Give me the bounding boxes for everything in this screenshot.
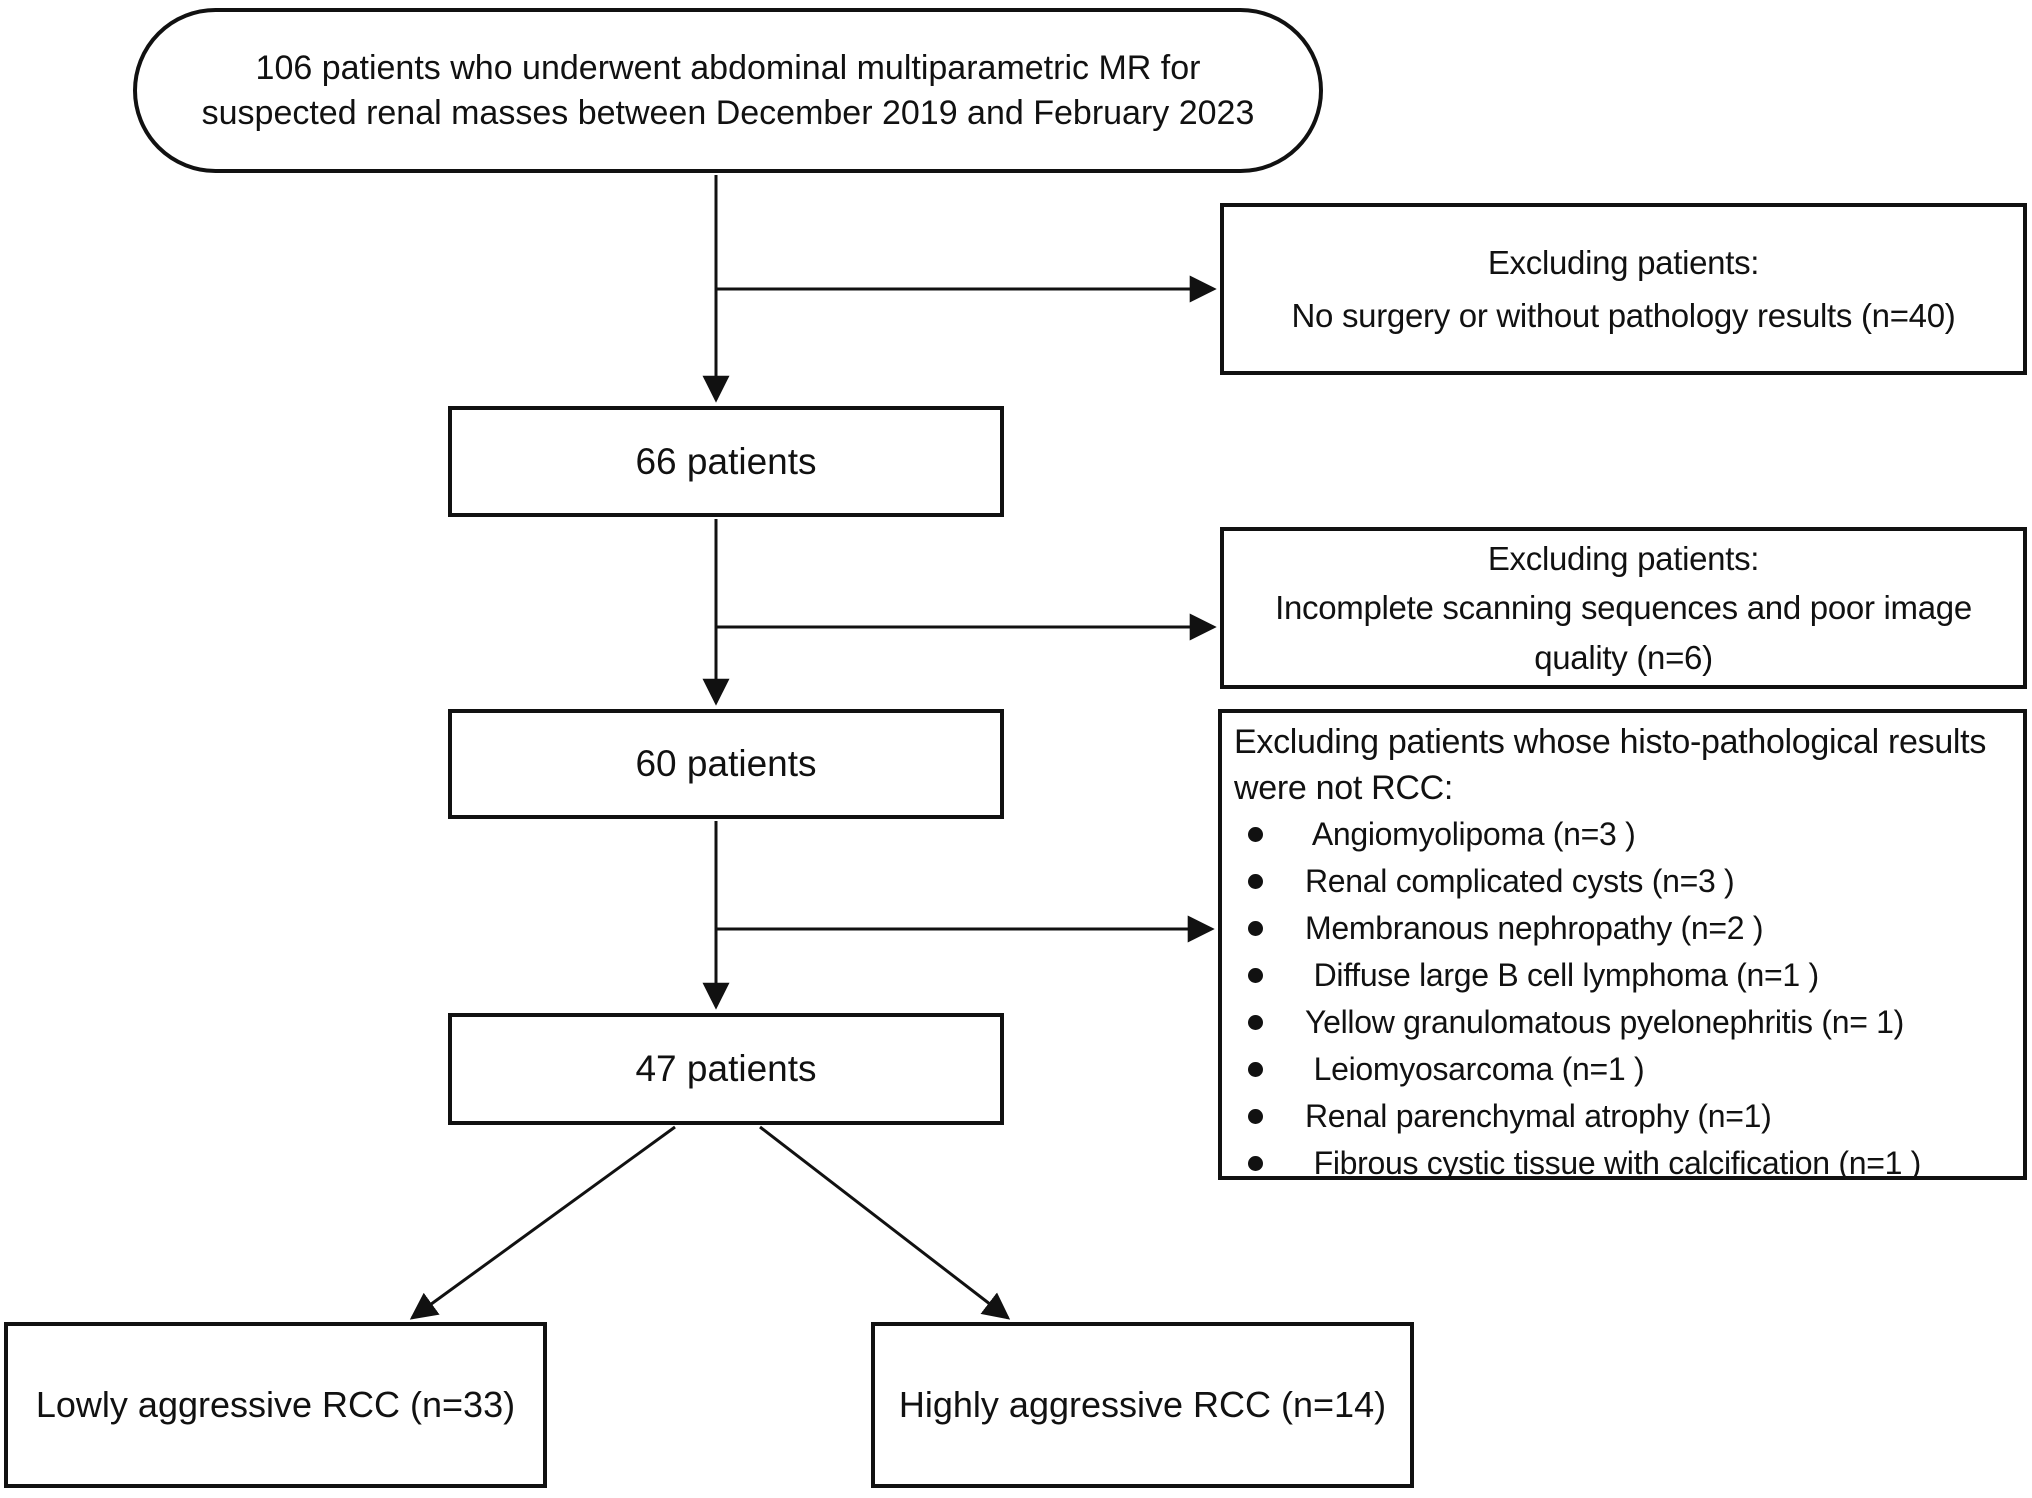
start-node-line-2: suspected renal masses between December … bbox=[201, 93, 1255, 132]
exclusion-box-no-surgery: Excluding patients: No surgery or withou… bbox=[1220, 203, 2027, 375]
bullet-dot bbox=[1248, 1062, 1263, 1078]
start-node: 106 patients who underwent abdominal mul… bbox=[133, 8, 1323, 173]
bullet-item: Fibrous cystic tissue with calcification… bbox=[1234, 1140, 2017, 1180]
step-label: 47 patients bbox=[635, 1048, 817, 1089]
outcome-box-highly-aggressive: Highly aggressive RCC (n=14) bbox=[871, 1322, 1414, 1488]
outcome-label: Lowly aggressive RCC (n=33) bbox=[35, 1384, 516, 1425]
bullet-item: Diffuse large B cell lymphoma (n=1 ) bbox=[1234, 952, 2017, 999]
bullet-item: Leiomyosarcoma (n=1 ) bbox=[1234, 1046, 2017, 1093]
step-label: 60 patients bbox=[635, 743, 817, 784]
bullet-text: Renal parenchymal atrophy (n=1) bbox=[1305, 1098, 1772, 1135]
bullet-text: Angiomyolipoma (n=3 ) bbox=[1305, 816, 1636, 853]
exclusion-title: Excluding patients whose histo-pathologi… bbox=[1234, 723, 1987, 808]
bullet-dot bbox=[1248, 1156, 1263, 1172]
bullet-dot bbox=[1248, 968, 1263, 984]
exclusion-bullet-list: Angiomyolipoma (n=3 ) Renal complicated … bbox=[1234, 811, 2017, 1180]
bullet-dot bbox=[1248, 921, 1263, 937]
step-label: 66 patients bbox=[635, 440, 817, 482]
exclusion-box-not-rcc: Excluding patients whose histo-pathologi… bbox=[1218, 709, 2027, 1180]
step-box-66-patients: 66 patients bbox=[448, 406, 1004, 517]
arrow-47-to-high bbox=[759, 1125, 1011, 1320]
exclusion-box-incomplete-scan: Excluding patients: Incomplete scanning … bbox=[1220, 527, 2027, 689]
bullet-text: Leiomyosarcoma (n=1 ) bbox=[1305, 1051, 1645, 1088]
bullet-item: Yellow granulomatous pyelonephritis (n= … bbox=[1234, 999, 2017, 1046]
bullet-dot bbox=[1248, 827, 1263, 843]
outcome-box-lowly-aggressive: Lowly aggressive RCC (n=33) bbox=[4, 1322, 547, 1488]
step-box-60-patients: 60 patients bbox=[448, 709, 1004, 819]
outcome-label: Highly aggressive RCC (n=14) bbox=[898, 1384, 1387, 1425]
bullet-item: Angiomyolipoma (n=3 ) bbox=[1234, 811, 2017, 858]
exclusion-detail: No surgery or without pathology results … bbox=[1291, 297, 1956, 334]
bullet-text: Renal complicated cysts (n=3 ) bbox=[1305, 863, 1735, 900]
exclusion-title: Excluding patients: bbox=[1487, 243, 1760, 281]
bullet-text: Membranous nephropathy (n=2 ) bbox=[1305, 910, 1764, 947]
start-node-line-1: 106 patients who underwent abdominal mul… bbox=[255, 48, 1201, 87]
bullet-item: Renal complicated cysts (n=3 ) bbox=[1234, 858, 2017, 905]
exclusion-title: Excluding patients: bbox=[1487, 539, 1760, 577]
bullet-item: Renal parenchymal atrophy (n=1) bbox=[1234, 1093, 2017, 1140]
bullet-dot bbox=[1248, 1015, 1263, 1031]
step-box-47-patients: 47 patients bbox=[448, 1013, 1004, 1125]
bullet-text: Yellow granulomatous pyelonephritis (n= … bbox=[1305, 1004, 1905, 1041]
bullet-dot bbox=[1248, 874, 1263, 890]
bullet-text: Diffuse large B cell lymphoma (n=1 ) bbox=[1305, 957, 1820, 994]
arrow-47-to-low bbox=[409, 1125, 676, 1320]
bullet-text: Fibrous cystic tissue with calcification… bbox=[1305, 1145, 1922, 1180]
bullet-item: Membranous nephropathy (n=2 ) bbox=[1234, 905, 2017, 952]
bullet-dot bbox=[1248, 1109, 1263, 1125]
exclusion-detail: Incomplete scanning sequences and poor i… bbox=[1275, 589, 1972, 676]
